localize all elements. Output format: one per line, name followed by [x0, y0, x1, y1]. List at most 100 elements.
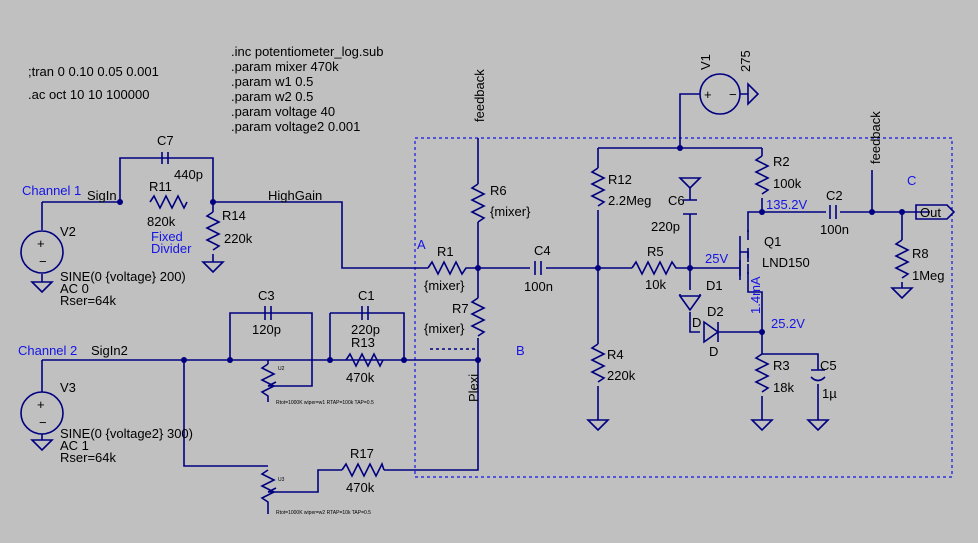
resistor-r7[interactable]: R7 {mixer}	[424, 297, 486, 337]
param-directive-4[interactable]: .param w2 0.5	[231, 89, 313, 104]
d2-model: D	[709, 344, 718, 359]
r14-name: R14	[222, 208, 246, 223]
r2-name: R2	[773, 154, 790, 169]
source-voltage: 25.2V	[771, 316, 805, 331]
param-directive-1[interactable]: .inc potentiometer_log.sub	[231, 44, 383, 59]
u3-params: Rtot=1000K wiper=w2 RTAP=10k TAP=0.5	[276, 510, 371, 516]
param-directive-5[interactable]: .param voltage 40	[231, 104, 335, 119]
v3-plus-icon: +	[37, 397, 45, 412]
resistor-r11[interactable]: R11 820k	[147, 179, 188, 229]
potentiometer-u2[interactable]: U2 Rtot=1000K wiper=w1 RTAP=100k TAP=0.5	[260, 363, 374, 406]
voltage-source-v3[interactable]: + − V3 SINE(0 {voltage2} 300) AC 1 Rser=…	[20, 380, 193, 465]
c6-name: C6	[668, 193, 685, 208]
resistor-r1[interactable]: R1 {mixer}	[424, 244, 470, 293]
capacitor-c6[interactable]: C6 220p	[651, 177, 702, 234]
r2-value: 100k	[773, 176, 802, 191]
v2-sine: SINE(0 {voltage} 200)	[60, 269, 186, 284]
resistor-r4[interactable]: R4 220k	[586, 343, 636, 432]
resistor-r13[interactable]: R13 470k	[345, 335, 384, 385]
v1-value: 275	[738, 50, 753, 72]
tran-directive[interactable]: ;tran 0 0.10 0.05 0.001	[28, 64, 159, 79]
r6-name: R6	[490, 183, 507, 198]
r11-value: 820k	[147, 214, 176, 229]
port-b-label: B	[516, 343, 525, 358]
d1-model: D	[692, 315, 701, 330]
v2-rser: Rser=64k	[60, 293, 116, 308]
v3-rser: Rser=64k	[60, 450, 116, 465]
capacitor-c3[interactable]: C3 120p	[252, 288, 281, 337]
port-a-label: A	[417, 237, 426, 252]
voltage-source-v1[interactable]: + − V1 275	[698, 50, 760, 115]
resistor-r14[interactable]: R14 220k	[201, 208, 253, 274]
c1-value: 220p	[351, 322, 380, 337]
mosfet-q1[interactable]: Q1 LND150	[739, 230, 810, 280]
fixed-divider-label-2: Divider	[151, 241, 192, 256]
u2-params: Rtot=1000K wiper=w1 RTAP=100k TAP=0.5	[276, 400, 374, 406]
capacitor-c4[interactable]: C4 100n	[524, 243, 553, 294]
param-directive-3[interactable]: .param w1 0.5	[231, 74, 313, 89]
c3-name: C3	[258, 288, 275, 303]
c5-name: C5	[820, 358, 837, 373]
r7-name: R7	[452, 301, 469, 316]
capacitor-c7[interactable]: C7 440p	[157, 133, 203, 182]
drain-current: 1.4mA	[748, 276, 763, 314]
port-c-label: C	[907, 173, 916, 188]
resistor-r12[interactable]: R12 2.2Meg	[590, 167, 651, 208]
voltage-source-v2[interactable]: + − V2 SINE(0 {voltage} 200) AC 0 Rser=6…	[20, 224, 186, 308]
resistor-r3[interactable]: R3 18k	[750, 353, 794, 432]
c5-value: 1µ	[822, 386, 837, 401]
param-directive-2[interactable]: .param mixer 470k	[231, 59, 339, 74]
c7-name: C7	[157, 133, 174, 148]
capacitor-c2[interactable]: C2 100n	[820, 188, 849, 237]
u2-name: U2	[278, 366, 285, 372]
capacitor-c5[interactable]: C5 1µ	[806, 358, 837, 432]
c7-value: 440p	[174, 167, 203, 182]
gain-stage-wires	[597, 93, 930, 420]
ac-directive[interactable]: .ac oct 10 10 100000	[28, 87, 149, 102]
d2-name: D2	[707, 304, 724, 319]
v1-plus-icon: +	[704, 87, 712, 102]
resistor-r5[interactable]: R5 10k	[631, 244, 680, 292]
r1-name: R1	[437, 244, 454, 259]
c4-value: 100n	[524, 279, 553, 294]
fixed-divider-label-1: Fixed	[151, 229, 183, 244]
c1-name: C1	[358, 288, 375, 303]
r13-name: R13	[351, 335, 375, 350]
resistor-r2[interactable]: R2 100k	[754, 154, 802, 195]
v2-minus-icon: −	[39, 254, 47, 269]
v2-ac: AC 0	[60, 281, 89, 296]
resistor-r17[interactable]: R17 470k	[341, 446, 385, 495]
v3-minus-icon: −	[39, 415, 47, 430]
v3-ac: AC 1	[60, 438, 89, 453]
v3-sine: SINE(0 {voltage2} 300)	[60, 426, 193, 441]
resistor-r6[interactable]: R6 {mixer}	[470, 183, 531, 223]
q1-name: Q1	[764, 234, 781, 249]
capacitor-c1[interactable]: C1 220p	[351, 288, 380, 337]
potentiometer-u3[interactable]: U3 Rtot=1000K wiper=w2 RTAP=10k TAP=0.5	[260, 469, 371, 516]
preamp-outline	[414, 137, 953, 478]
r4-value: 220k	[607, 368, 636, 383]
resistor-r8[interactable]: R8 1Meg	[890, 239, 945, 300]
param-directive-6[interactable]: .param voltage2 0.001	[231, 119, 360, 134]
gate-voltage: 25V	[705, 251, 728, 266]
v2-name: V2	[60, 224, 76, 239]
channel2-label: Channel 2	[18, 343, 77, 358]
diode-d2[interactable]: D2 D	[703, 304, 724, 359]
r3-value: 18k	[773, 380, 794, 395]
c4-name: C4	[534, 243, 551, 258]
c3-value: 120p	[252, 322, 281, 337]
v3-name: V3	[60, 380, 76, 395]
r6-value: {mixer}	[490, 204, 531, 219]
diode-d1[interactable]: D1 D	[678, 278, 723, 330]
r3-name: R3	[773, 358, 790, 373]
c2-value: 100n	[820, 222, 849, 237]
q1-value: LND150	[762, 255, 810, 270]
r1-value: {mixer}	[424, 278, 465, 293]
drain-voltage: 135.2V	[766, 197, 808, 212]
channel1-section	[41, 157, 428, 282]
channel2-section	[41, 312, 481, 493]
r12-value: 2.2Meg	[608, 193, 651, 208]
r13-value: 470k	[346, 370, 375, 385]
output-port[interactable]: Out	[915, 204, 956, 220]
